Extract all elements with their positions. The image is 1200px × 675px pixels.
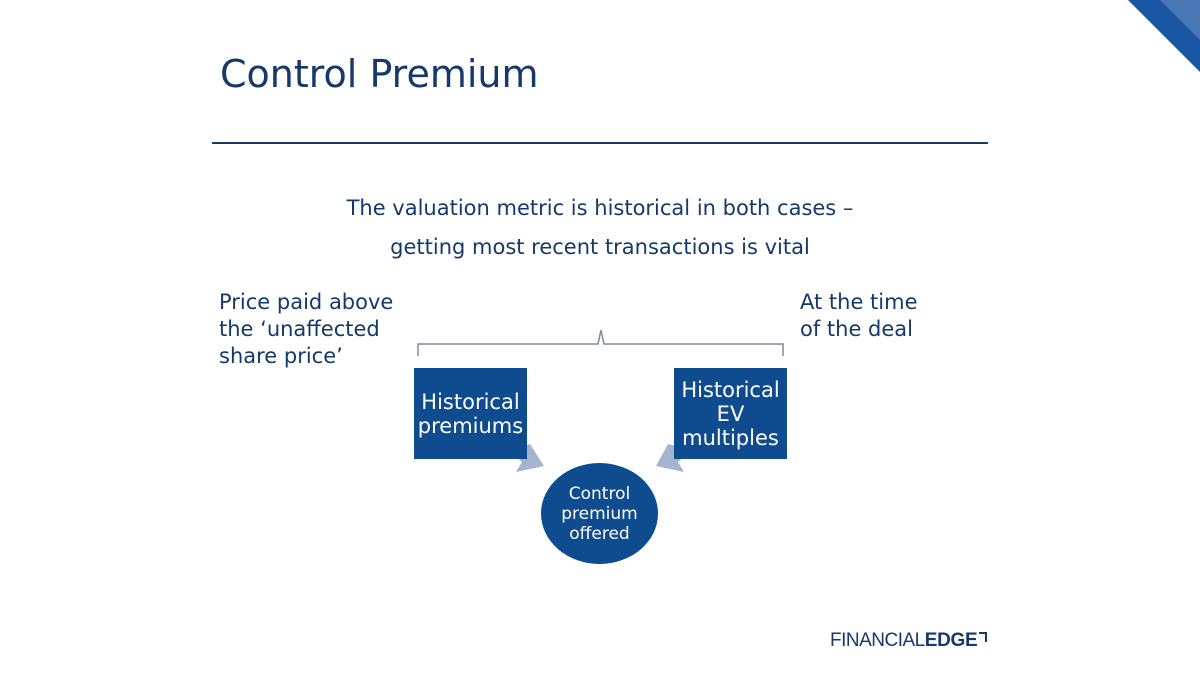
- left-note-line: share price’: [219, 344, 343, 368]
- logo-text-financial: FINANCIAL: [830, 630, 925, 651]
- circle-label: premium: [561, 503, 638, 524]
- circle-label: Control: [568, 483, 631, 504]
- historical-premiums-box: Historical premiums: [414, 368, 527, 459]
- corner-accent: [1128, 0, 1200, 72]
- subtitle-line-2: getting most recent transactions is vita…: [390, 235, 810, 259]
- left-note: Price paid above the ‘unaffected share p…: [219, 289, 419, 370]
- box-label: Historical: [681, 377, 780, 402]
- circle-label: offered: [569, 523, 630, 544]
- title-divider: [212, 142, 988, 144]
- logo-mark-icon: [979, 632, 988, 642]
- box-label: Historical: [421, 389, 520, 414]
- right-note-line: At the time: [800, 290, 918, 314]
- right-note-line: of the deal: [800, 317, 914, 341]
- box-label: EV: [716, 401, 745, 426]
- subtitle-line-1: The valuation metric is historical in bo…: [346, 196, 854, 220]
- box-label: premiums: [417, 413, 524, 438]
- logo-text-edge: EDGE: [924, 630, 978, 651]
- left-note-line: Price paid above: [219, 290, 394, 314]
- curly-brace: [417, 329, 784, 356]
- right-note: At the time of the deal: [800, 289, 980, 343]
- box-label: multiples: [682, 425, 779, 450]
- slide-title: Control Premium: [220, 52, 539, 96]
- financial-edge-logo: FINANCIAL EDGE: [830, 630, 988, 656]
- historical-ev-multiples-box: Historical EV multiples: [674, 368, 787, 459]
- left-note-line: the ‘unaffected: [219, 317, 380, 341]
- control-premium-circle: Control premium offered: [541, 463, 658, 564]
